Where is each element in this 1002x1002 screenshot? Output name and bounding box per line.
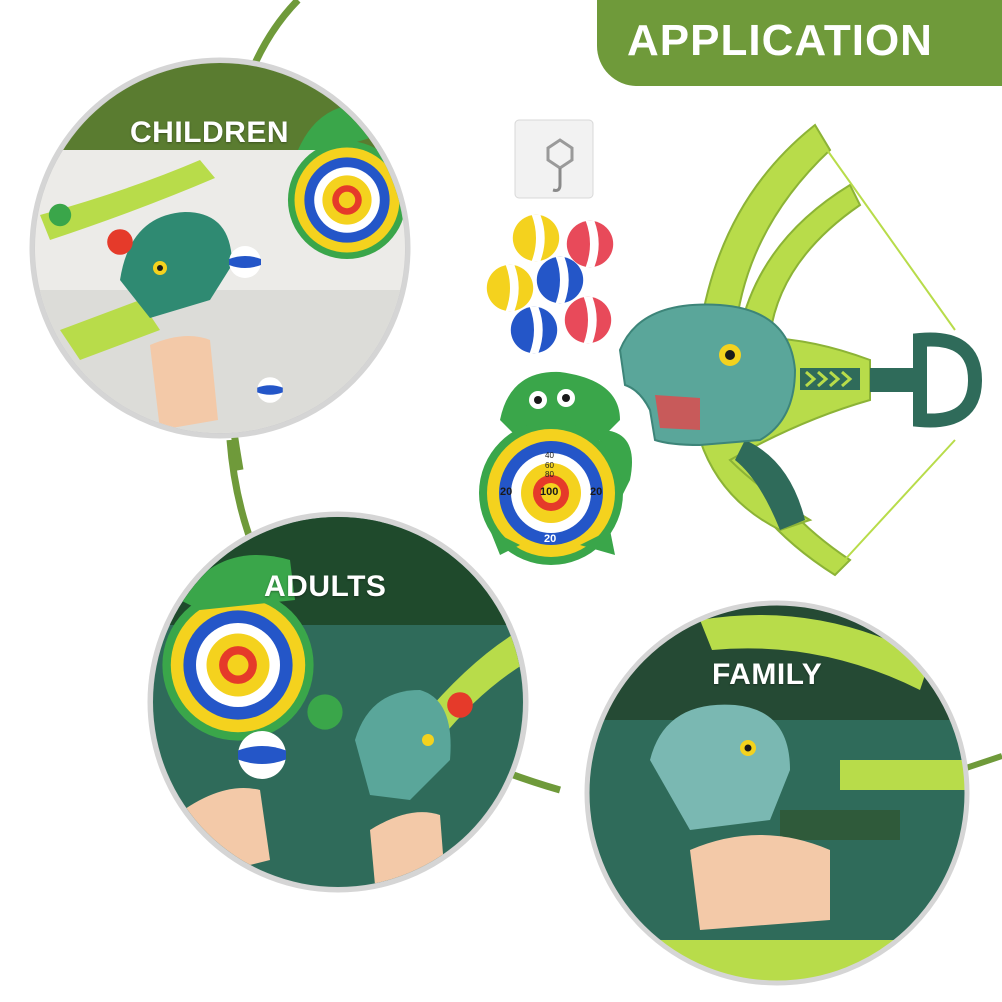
target-ring-score: 60: [545, 461, 554, 470]
adults-scene: [150, 514, 526, 890]
dino-bow-icon: [618, 123, 983, 577]
hook-icon: [514, 119, 594, 199]
target-side-score: 20: [590, 486, 603, 498]
target-side-score: 20: [500, 486, 513, 498]
ball-icon: [486, 214, 614, 354]
application-banner: APPLICATION: [597, 0, 1002, 86]
product-display: [479, 119, 983, 577]
family-label: FAMILY: [712, 658, 823, 691]
target-ring-score: 40: [545, 451, 554, 460]
target-center-score: 100: [540, 486, 559, 498]
adults-label: ADULTS: [264, 570, 387, 603]
dino-target-icon: [479, 371, 632, 565]
banner-title: APPLICATION: [627, 16, 933, 65]
target-ring-score: 20: [544, 533, 557, 545]
target-ring-score: 80: [545, 470, 554, 479]
children-label: CHILDREN: [130, 116, 289, 149]
